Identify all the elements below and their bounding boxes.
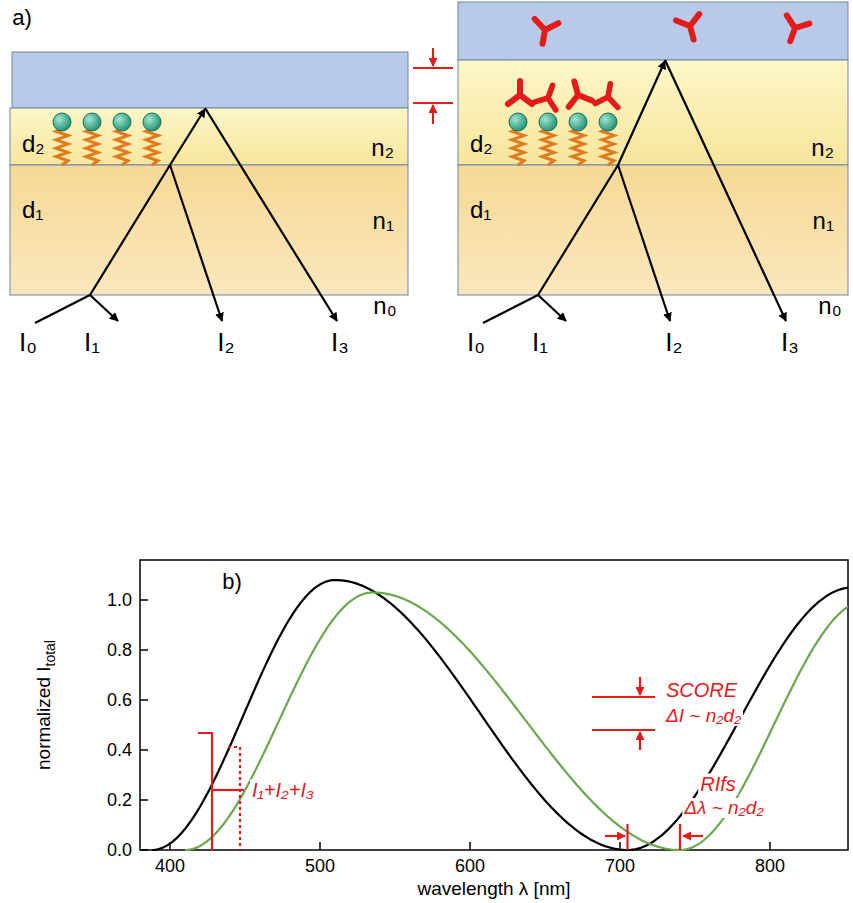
x-tick-label: 500 bbox=[305, 857, 335, 876]
linker-spring bbox=[542, 129, 554, 165]
axis-title-group: normalized Itotal bbox=[33, 640, 59, 770]
left-stack bbox=[10, 52, 408, 295]
spectra bbox=[152, 580, 848, 850]
antibody bbox=[534, 82, 563, 110]
receptor-head bbox=[539, 113, 557, 131]
antibody-shape bbox=[563, 78, 592, 106]
y-tick-label: 0.8 bbox=[107, 641, 132, 660]
intensity-label: I₁ bbox=[532, 329, 548, 356]
antibody bbox=[531, 19, 559, 46]
layer-band: d₁ n₁ bbox=[10, 165, 408, 295]
antibodies bbox=[508, 14, 809, 110]
antibody-shape bbox=[676, 14, 705, 42]
receptor-head bbox=[143, 113, 161, 131]
spectrum-curve bbox=[152, 580, 848, 850]
intensity-label: I₀ bbox=[467, 329, 485, 356]
thickness-label: d₂ bbox=[22, 132, 45, 156]
receptor-molecules bbox=[53, 113, 617, 165]
antibody-shape bbox=[534, 82, 563, 110]
x-tick bbox=[769, 842, 771, 850]
thickness-marker bbox=[413, 48, 453, 124]
annotation: SCORE bbox=[664, 680, 739, 701]
layer-band: d₂ n₂ bbox=[458, 60, 848, 165]
index-label: n₁ bbox=[373, 209, 394, 233]
x-tick-label: 400 bbox=[155, 857, 185, 876]
light-rays-right bbox=[483, 60, 786, 323]
linker-spring bbox=[602, 129, 614, 165]
thickness-label: d₁ bbox=[22, 198, 43, 222]
x-tick-label: 600 bbox=[455, 857, 485, 876]
index-label: n₂ bbox=[811, 136, 834, 160]
linker-spring bbox=[86, 129, 98, 165]
right-stack bbox=[458, 2, 848, 295]
antibody bbox=[563, 78, 592, 106]
y-tick bbox=[140, 849, 148, 851]
y-tick bbox=[140, 749, 148, 751]
antibody-shape bbox=[779, 15, 809, 45]
intensity-label: I₃ bbox=[331, 329, 349, 356]
annotation: Δλ ~ n₂d₂ bbox=[682, 798, 765, 818]
panel-letter: b) bbox=[222, 570, 242, 593]
index-label: n₁ bbox=[813, 209, 834, 233]
axis-ticks bbox=[140, 600, 770, 850]
layer-band: d₂ n₂ bbox=[10, 108, 408, 165]
antibody bbox=[508, 81, 532, 104]
layer-band: d₁ n₁ bbox=[458, 165, 848, 295]
y-tick-label: 0.6 bbox=[107, 691, 132, 710]
index-label: n₀ bbox=[373, 293, 396, 318]
linker-spring bbox=[146, 129, 158, 165]
annotation: I₁+I₂+I₃ bbox=[250, 780, 316, 801]
x-tick-label: 800 bbox=[755, 857, 785, 876]
x-tick bbox=[469, 842, 471, 850]
receptor-head bbox=[113, 113, 131, 131]
annotation: RIfs bbox=[698, 774, 738, 795]
linker-spring bbox=[56, 129, 68, 165]
thickness-label: d₂ bbox=[470, 132, 493, 156]
y-tick-label: 0.4 bbox=[107, 741, 132, 760]
spectrum-curve bbox=[185, 593, 848, 851]
receptor-head bbox=[509, 113, 527, 131]
y-tick-label: 0.2 bbox=[107, 791, 132, 810]
receptor-head bbox=[599, 113, 617, 131]
linker-spring bbox=[116, 129, 128, 165]
antibody-shape bbox=[595, 82, 621, 107]
axis-title: normalized I bbox=[33, 666, 56, 770]
x-tick-label: 700 bbox=[605, 857, 635, 876]
receptor-head bbox=[53, 113, 71, 131]
antibody bbox=[676, 14, 705, 42]
receptor-head bbox=[83, 113, 101, 131]
y-tick-label: 0.0 bbox=[107, 841, 132, 860]
index-label: n₂ bbox=[371, 136, 394, 160]
thickness-label: d₁ bbox=[470, 198, 491, 222]
intensity-label: I₁ bbox=[84, 329, 100, 356]
axis-title: wavelength λ [nm] bbox=[417, 879, 570, 899]
y-tick bbox=[140, 599, 148, 601]
annotation: ΔI ~ n₂d₂ bbox=[664, 706, 743, 726]
light-rays-left bbox=[35, 108, 337, 323]
y-tick bbox=[140, 699, 148, 701]
intensity-label: I₃ bbox=[781, 329, 799, 356]
intensity-label: I₂ bbox=[665, 329, 682, 356]
intensity-label: I₀ bbox=[19, 329, 37, 356]
linker-spring bbox=[572, 129, 584, 165]
annotation-marks bbox=[198, 677, 703, 850]
antibody bbox=[595, 82, 621, 107]
y-tick bbox=[140, 799, 148, 801]
intensity-label: I₂ bbox=[217, 329, 234, 356]
linker-spring bbox=[512, 129, 524, 165]
panel-letter: a) bbox=[12, 6, 32, 29]
receptor-head bbox=[569, 113, 587, 131]
antibody bbox=[779, 15, 809, 45]
antibody-shape bbox=[508, 81, 532, 104]
plot-frame bbox=[140, 560, 848, 850]
y-tick-label: 1.0 bbox=[107, 591, 132, 610]
x-tick bbox=[319, 842, 321, 850]
antibody-shape bbox=[531, 19, 559, 46]
axis-subscript: total bbox=[42, 640, 59, 666]
y-tick bbox=[140, 649, 148, 651]
index-label: n₀ bbox=[818, 293, 841, 318]
